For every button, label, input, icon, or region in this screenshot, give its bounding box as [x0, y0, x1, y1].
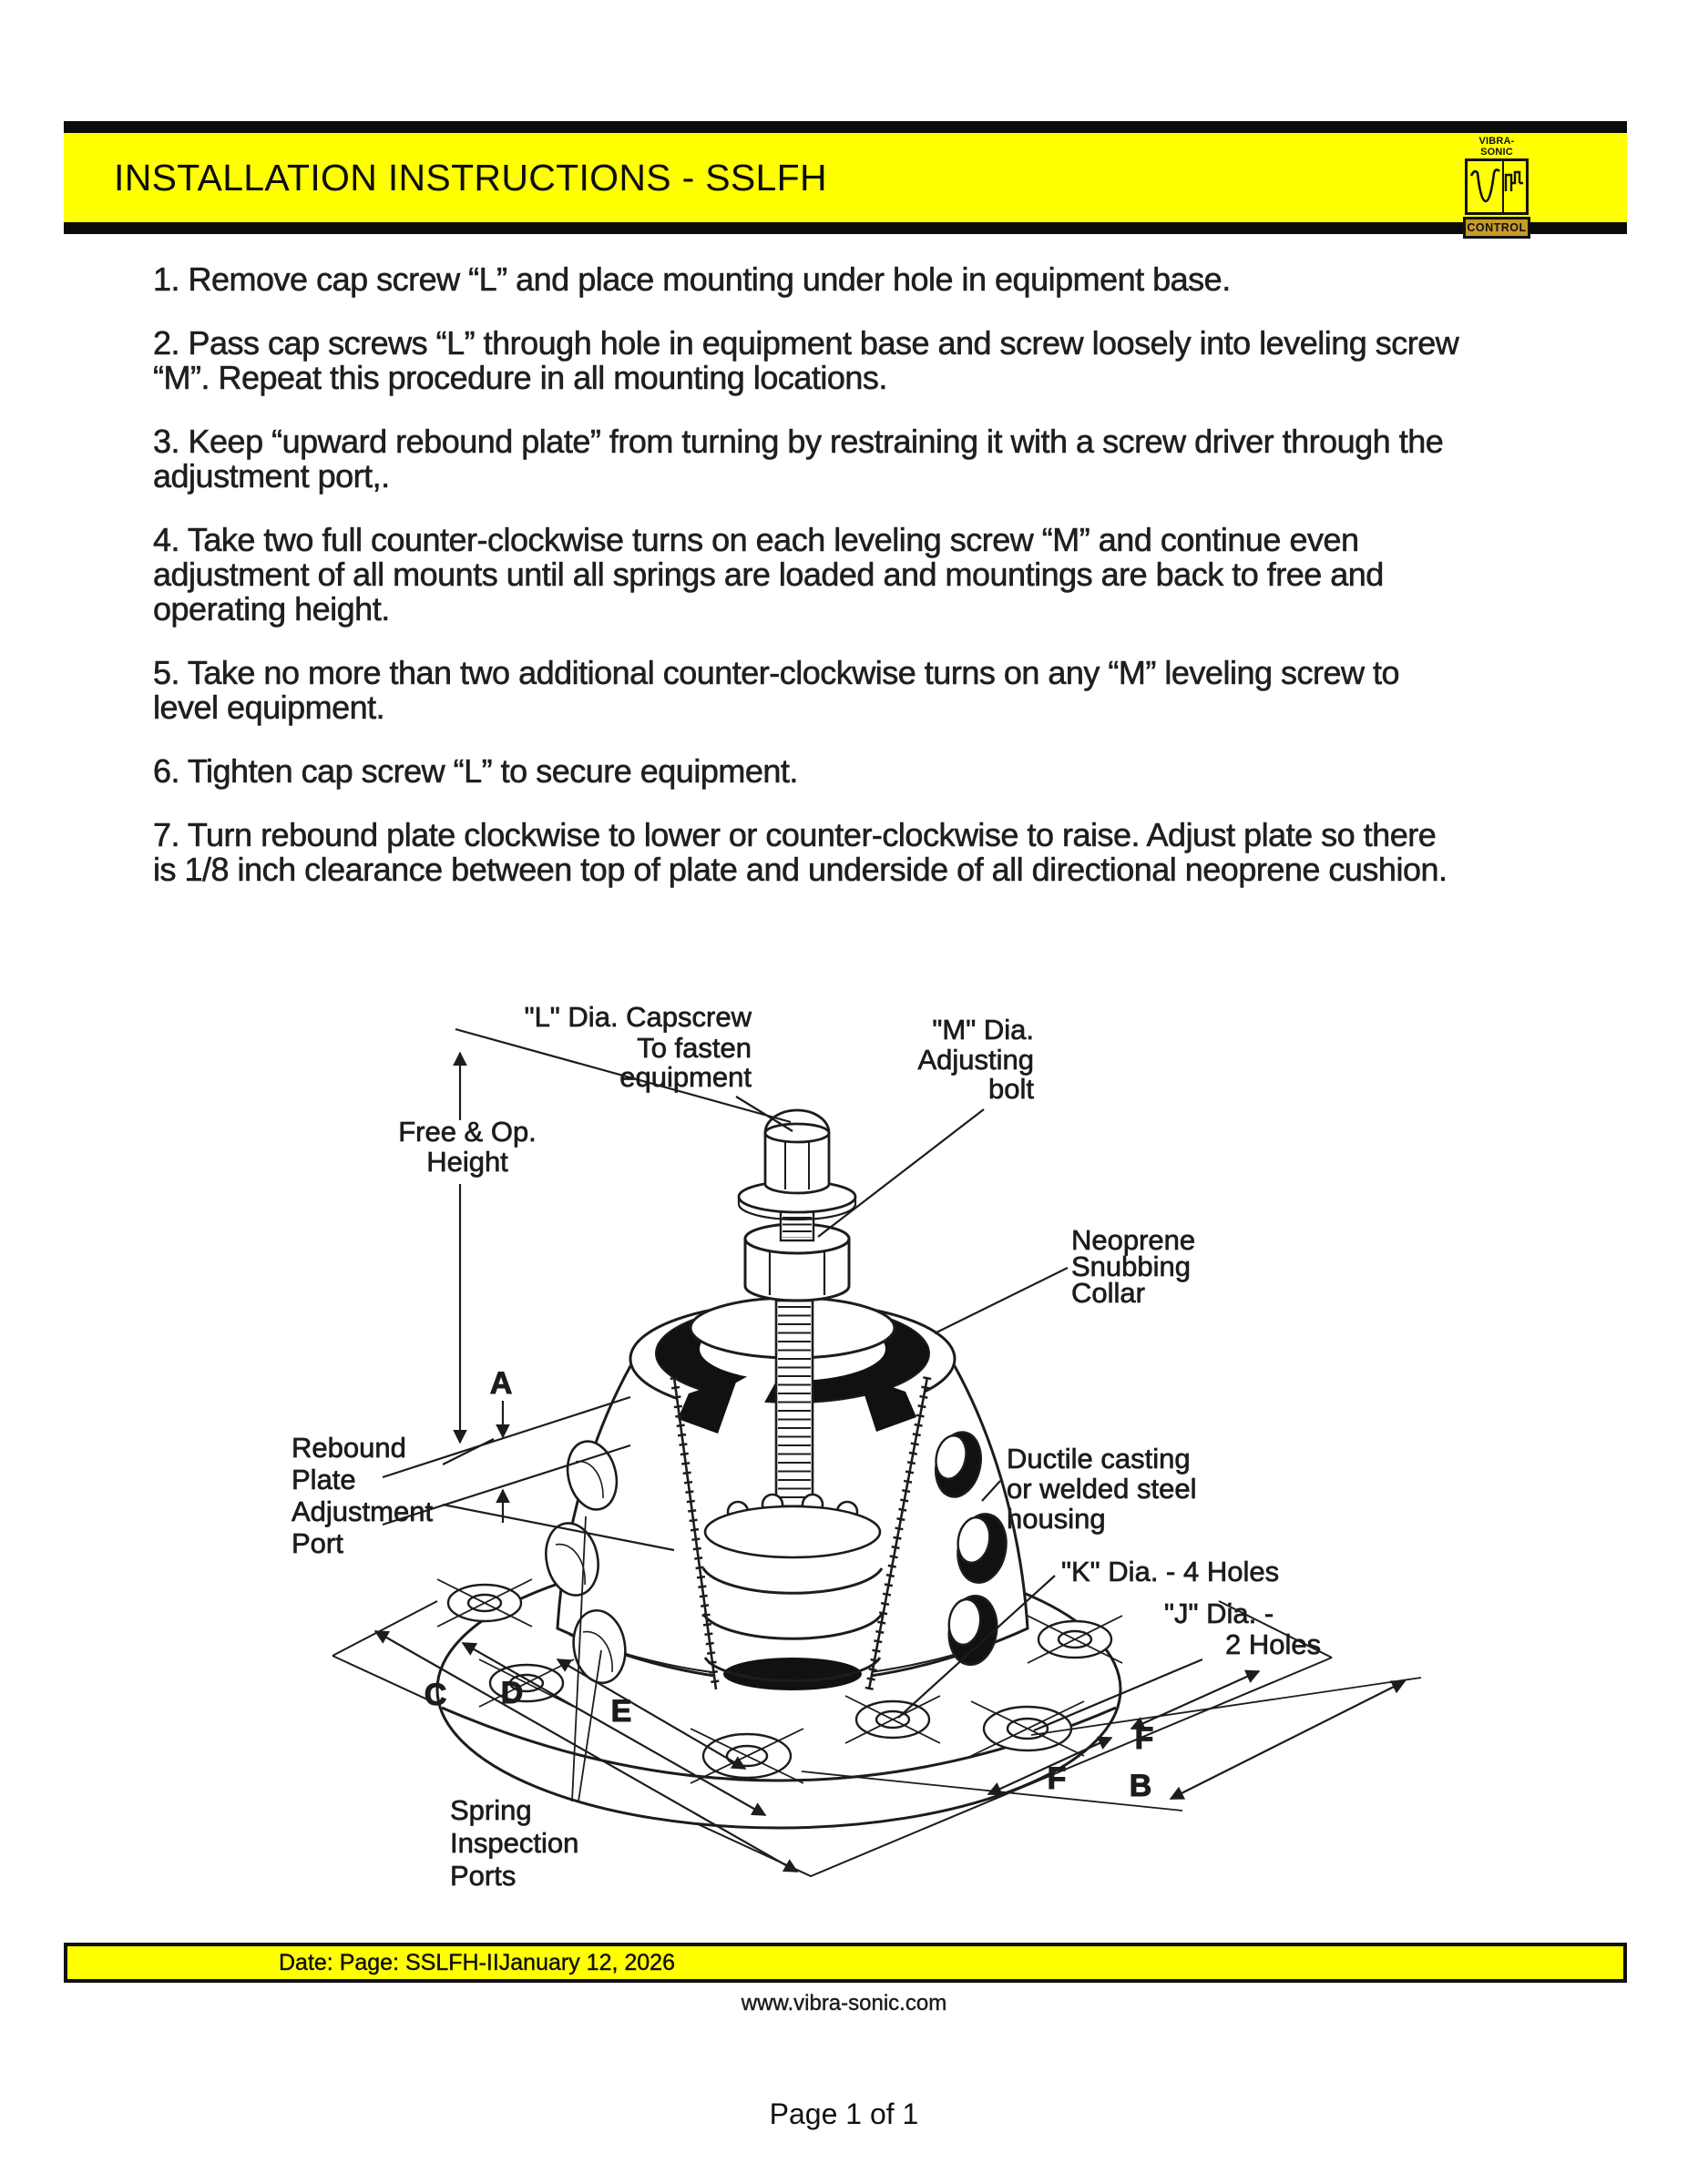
footer-banner: Date: Page: SSLFH-IIJanuary 12, 2026: [64, 1943, 1627, 1983]
leveling-screw-rod: [774, 1299, 814, 1514]
dim-label-e: E: [611, 1694, 632, 1729]
label-j-holes-2: 2 Holes: [1225, 1628, 1321, 1660]
waveform-icon: [1469, 161, 1523, 212]
label-rebound-3: Adjustment: [292, 1495, 433, 1527]
logo-brand-text: VIBRA-SONIC: [1478, 136, 1515, 158]
inspection-ports-right: [935, 1431, 1008, 1667]
instruction-step-7: 7. Turn rebound plate clockwise to lower…: [153, 816, 1448, 888]
instruction-list: 1. Remove cap screw “L” and place mounti…: [153, 260, 1465, 916]
dimension-lines: [373, 1051, 1422, 1873]
label-j-holes-1: "J" Dia. -: [1164, 1597, 1274, 1629]
label-l-capscrew-1: "L" Dia. Capscrew: [525, 1001, 752, 1033]
label-neoprene-3: Collar: [1071, 1277, 1145, 1309]
instruction-step-3: 3. Keep “upward rebound plate” from turn…: [153, 423, 1444, 495]
dim-label-b: B: [1130, 1769, 1152, 1803]
label-ductile-3: housing: [1007, 1503, 1106, 1535]
instruction-step-2: 2. Pass cap screws “L” through hole in e…: [153, 324, 1459, 396]
dim-label-f1: F: [1135, 1721, 1154, 1756]
rebound-plate: [703, 1493, 882, 1559]
capscrew-head: [763, 1108, 831, 1195]
dim-label-c: C: [425, 1678, 447, 1712]
label-rebound-4: Port: [292, 1527, 343, 1559]
instruction-step-5: 5. Take no more than two additional coun…: [153, 654, 1400, 726]
label-free-height-1: Free & Op.: [398, 1116, 537, 1148]
label-m-bolt-1: "M" Dia.: [932, 1014, 1034, 1046]
page-title: INSTALLATION INSTRUCTIONS - SSLFH: [114, 156, 827, 199]
instruction-step-6: 6. Tighten cap screw “L” to secure equip…: [153, 752, 799, 790]
mount-diagram: "L" Dia. Capscrew To fasten equipment "M…: [164, 965, 1530, 1894]
label-spring-ports-2: Inspection: [450, 1827, 578, 1859]
instruction-step-1: 1. Remove cap screw “L” and place mounti…: [153, 260, 1232, 298]
vibra-sonic-logo: VIBRA-SONIC CONTROL: [1463, 136, 1530, 239]
label-rebound-2: Plate: [292, 1464, 356, 1495]
dim-label-f2: F: [1048, 1761, 1067, 1796]
diagram-labels: "L" Dia. Capscrew To fasten equipment "M…: [292, 1001, 1322, 1893]
label-neoprene-1: Neoprene: [1071, 1224, 1195, 1256]
label-m-bolt-2: Adjusting: [917, 1044, 1034, 1076]
label-free-height-2: Height: [426, 1146, 508, 1178]
collar-cut-wedges: [678, 1375, 916, 1434]
header-banner: INSTALLATION INSTRUCTIONS - SSLFH VIBRA-…: [64, 121, 1627, 239]
label-rebound-1: Rebound: [292, 1432, 406, 1464]
label-ductile-2: or welded steel: [1007, 1473, 1197, 1505]
dim-label-a: A: [490, 1366, 513, 1401]
installation-diagram-svg: "L" Dia. Capscrew To fasten equipment "M…: [292, 1001, 1422, 1893]
logo-control-text: CONTROL: [1463, 217, 1530, 239]
label-l-capscrew-3: equipment: [619, 1061, 752, 1093]
label-spring-ports-3: Ports: [450, 1860, 516, 1892]
dim-label-d: D: [501, 1676, 524, 1710]
label-neoprene-2: Snubbing: [1071, 1250, 1191, 1282]
label-l-capscrew-2: To fasten: [637, 1032, 752, 1064]
logo-waveform-icon: [1465, 158, 1529, 215]
instruction-step-4: 4. Take two full counter-clockwise turns…: [153, 521, 1385, 628]
footer-date-page: Date: Page: SSLFH-IIJanuary 12, 2026: [279, 1949, 675, 1975]
label-k-holes: "K" Dia. - 4 Holes: [1061, 1556, 1279, 1587]
adjusting-nut: [743, 1222, 851, 1302]
label-spring-ports-1: Spring: [450, 1794, 532, 1826]
label-ductile-1: Ductile casting: [1007, 1443, 1191, 1475]
label-m-bolt-3: bolt: [988, 1073, 1034, 1105]
page-number: Page 1 of 1: [769, 2097, 919, 2130]
website-url: www.vibra-sonic.com: [741, 1991, 947, 2016]
